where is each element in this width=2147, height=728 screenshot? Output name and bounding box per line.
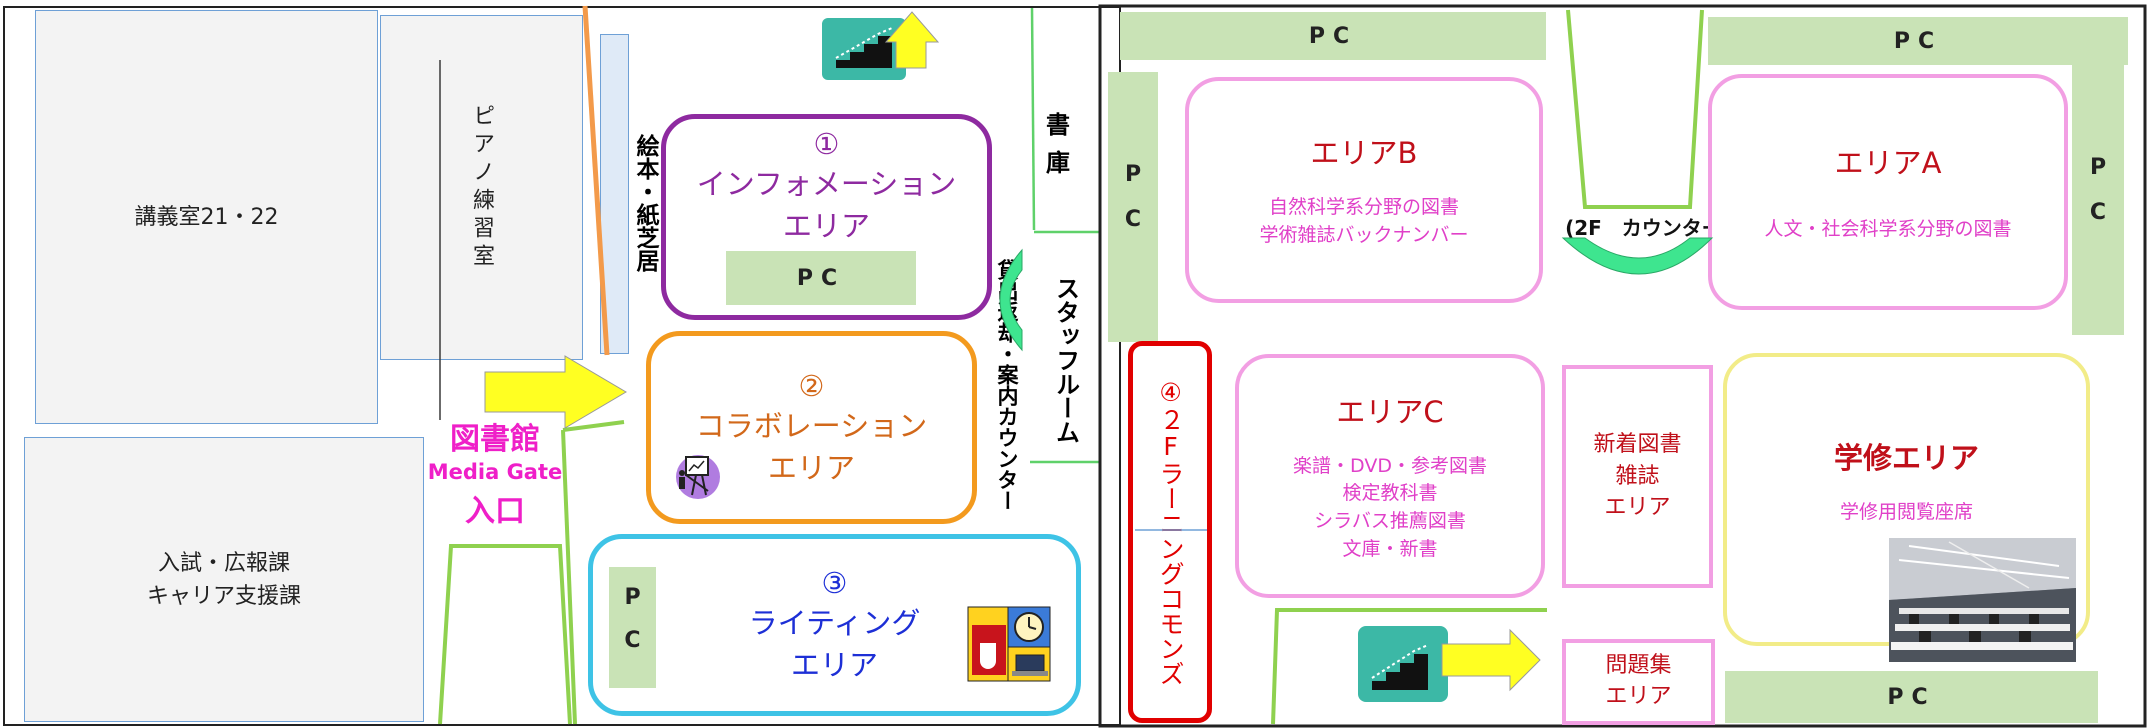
stacks-label: 書庫	[1041, 112, 1070, 188]
new-books-line-1: 新着図書	[1593, 431, 1682, 457]
lecture-room: 講義室21・22	[35, 10, 378, 424]
piano-room: ピアノ練習室	[380, 15, 583, 360]
area-c-line-2: 検定教科書	[1342, 482, 1438, 505]
entrance-label: 図書館 Media Gate 入口	[415, 414, 575, 534]
new-books-area: 新着図書 雑誌 エリア	[1562, 365, 1713, 588]
information-area-line-1: インフォメーション	[696, 167, 957, 201]
admissions-line-2: キャリア支援課	[146, 583, 301, 609]
area-c-line-3: シラバス推薦図書	[1314, 510, 1466, 532]
area-c-title: エリアC	[1336, 394, 1444, 429]
pc-bottom: PC	[1725, 671, 2098, 723]
study-area-title: 学修エリア	[1833, 441, 1979, 475]
staff-room-label: スタッフルーム	[1051, 276, 1080, 444]
learning-commons: ④２Fラーニングコモンズ	[1128, 341, 1212, 723]
problem-collection-line-1: 問題集	[1605, 653, 1672, 679]
information-pc: PC	[726, 251, 916, 305]
area-b-line-1: 自然科学系分野の図書	[1268, 196, 1459, 219]
writing-tools-icon	[966, 603, 1052, 685]
study-area-sub: 学修用閲覧座席	[1839, 501, 1973, 523]
area-a-line-1: 人文・社会科学系分野の図書	[1764, 218, 2012, 241]
area-b: エリアB 自然科学系分野の図書 学術雑誌バックナンバー	[1185, 77, 1543, 303]
problem-collection-area: 問題集 エリア	[1562, 639, 1715, 725]
information-area-number: ①	[813, 127, 840, 161]
pc-top-right: PC	[1708, 17, 2128, 65]
pc-top-left: PC	[1120, 12, 1546, 60]
learning-commons-label: ④２Fラーニングコモンズ	[1156, 378, 1186, 686]
collaboration-area: ② コラボレーション エリア	[646, 331, 977, 524]
area-b-line-2: 学術雑誌バックナンバー	[1259, 224, 1469, 246]
problem-collection-line-2: エリア	[1605, 684, 1672, 709]
study-room-photo	[1889, 538, 2076, 662]
stairs-up-icon	[820, 8, 940, 84]
area-c-line-4: 文庫・新書	[1342, 537, 1438, 560]
collaboration-area-line-1: コラボレーション	[695, 408, 928, 443]
collaboration-area-number: ②	[798, 368, 825, 403]
picture-book-label: 絵本・紙芝居	[632, 133, 658, 272]
new-books-line-2: 雑誌	[1615, 463, 1660, 489]
entrance-mark: 入口	[465, 494, 525, 529]
admissions-office: 入試・広報課 キャリア支援課	[24, 437, 424, 722]
admissions-line-1: 入試・広報課	[157, 550, 290, 576]
writing-area-line-2: エリア	[790, 648, 878, 682]
entrance-title: 図書館	[450, 422, 540, 457]
writing-area-number: ③	[821, 566, 848, 600]
area-b-title: エリアB	[1310, 136, 1418, 171]
pc-right: PC	[2072, 65, 2124, 335]
area-a: エリアA 人文・社会科学系分野の図書	[1708, 74, 2068, 310]
information-area-line-2: エリア	[782, 209, 870, 243]
counter-label: (2F カウンター)	[1565, 216, 1731, 240]
writing-area-line-1: ライティング	[748, 606, 921, 640]
writing-pc: PC	[609, 567, 656, 688]
pc-left: PC	[1108, 72, 1158, 342]
entrance-subtitle: Media Gate	[427, 460, 563, 484]
new-books-line-3: エリア	[1604, 495, 1671, 521]
presentation-icon	[672, 451, 720, 499]
area-c: エリアC 楽譜・DVD・参考図書 検定教科書 シラバス推薦図書 文庫・新書	[1235, 354, 1545, 598]
lecture-room-label: 講義室21・22	[134, 204, 279, 230]
area-c-line-1: 楽譜・DVD・参考図書	[1293, 454, 1487, 477]
area-a-title: エリアA	[1834, 146, 1942, 181]
collaboration-area-line-2: エリア	[767, 450, 855, 485]
piano-room-label: ピアノ練習室	[469, 103, 494, 272]
